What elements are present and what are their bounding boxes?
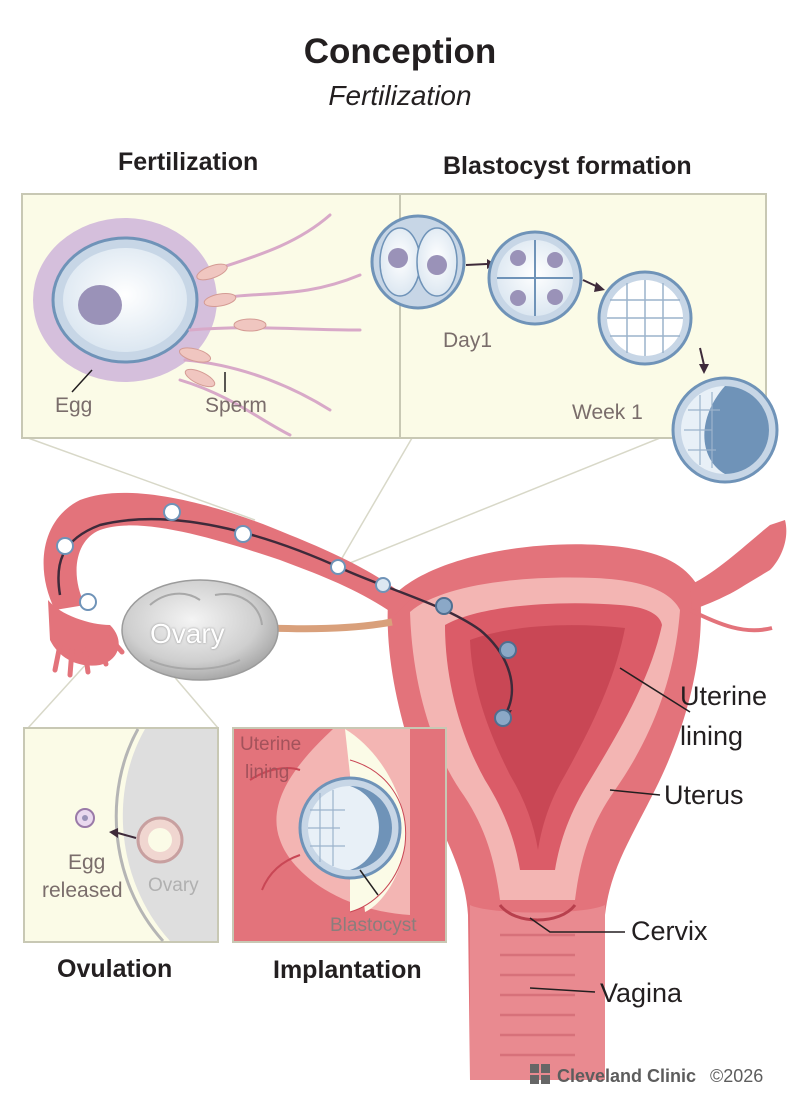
blastocyst-stage bbox=[671, 376, 779, 484]
ovulation-panel bbox=[23, 727, 219, 943]
ovulation-ovary-label: Ovary bbox=[148, 875, 199, 896]
implantation-panel bbox=[232, 727, 447, 943]
fertilization-heading: Fertilization bbox=[118, 148, 259, 176]
right-ovarian-ligament bbox=[689, 608, 773, 633]
travel-cells bbox=[56, 503, 517, 727]
uterus bbox=[387, 544, 701, 1080]
day1-label: Day1 bbox=[443, 329, 493, 352]
four-cell-stage bbox=[487, 230, 583, 326]
uterus-label: Uterus bbox=[664, 780, 744, 810]
egg-released-label-line1: Egg bbox=[68, 851, 106, 874]
implantation-lining-label: lining bbox=[245, 762, 290, 783]
cleveland-clinic-logo-mark bbox=[530, 1064, 550, 1084]
two-cell-stage bbox=[370, 214, 466, 310]
ovary-label: Ovary bbox=[150, 618, 225, 649]
brand-name: Cleveland Clinic bbox=[557, 1066, 697, 1086]
implantation-heading: Implantation bbox=[273, 956, 422, 984]
uterine-lining-label-line2: lining bbox=[680, 721, 744, 751]
uterine-lining-label-line1: Uterine bbox=[680, 681, 768, 711]
morula-stage bbox=[597, 270, 693, 366]
copyright: ©2026 bbox=[710, 1066, 764, 1086]
page-title: Conception bbox=[303, 32, 497, 71]
sperm-label: Sperm bbox=[205, 394, 267, 417]
cervix-label: Cervix bbox=[631, 916, 708, 946]
blastocyst-label: Blastocyst bbox=[330, 915, 417, 936]
page-subtitle: Fertilization bbox=[328, 80, 472, 111]
fertilization-panel bbox=[21, 193, 411, 439]
left-fallopian-tube bbox=[43, 492, 411, 678]
vagina-label: Vagina bbox=[600, 978, 683, 1008]
implantation-uterine-label: Uterine bbox=[240, 734, 302, 755]
egg-label: Egg bbox=[55, 394, 93, 417]
week1-label: Week 1 bbox=[572, 401, 643, 424]
ovulation-heading: Ovulation bbox=[57, 955, 173, 983]
blastocyst-panel bbox=[370, 193, 779, 484]
egg-released-label-line2: released bbox=[42, 879, 123, 902]
left-ovary bbox=[121, 579, 393, 681]
blastocyst-formation-heading: Blastocyst formation bbox=[443, 152, 692, 180]
callout-lines bbox=[529, 667, 691, 993]
right-fallopian-tube bbox=[690, 520, 787, 610]
